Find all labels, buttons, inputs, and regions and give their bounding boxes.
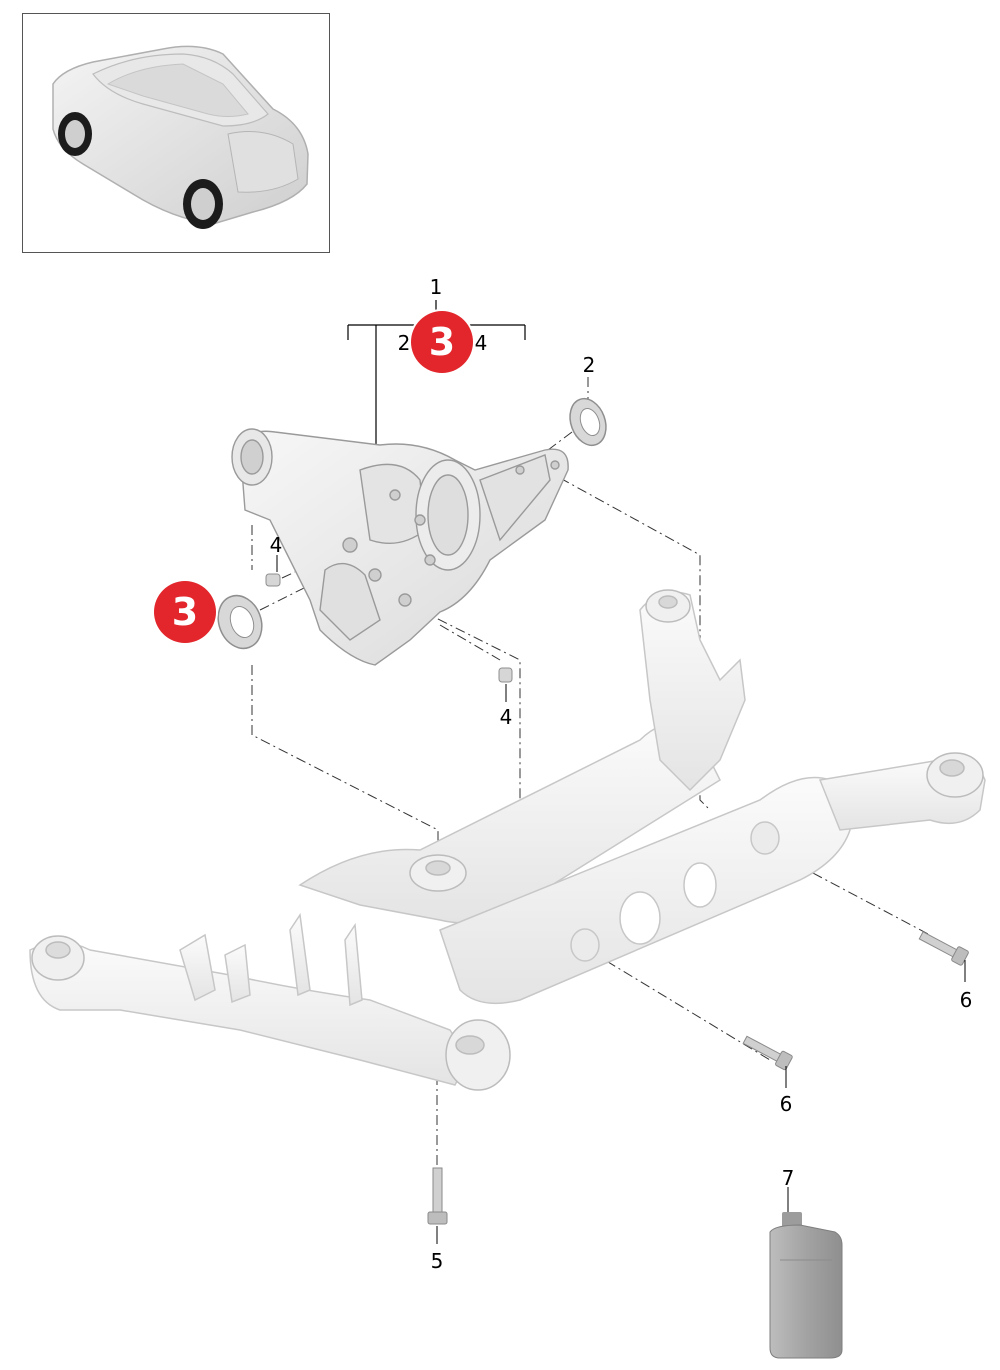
callout-2: 2 bbox=[582, 353, 596, 377]
oil-bottle bbox=[769, 1212, 843, 1359]
highlight-badge-left[interactable]: 3 bbox=[154, 581, 216, 643]
bolt-vertical bbox=[427, 1167, 448, 1225]
callout-4-group: 4 bbox=[474, 331, 488, 355]
rear-axle-subframe bbox=[29, 589, 986, 1091]
callout-4-left: 4 bbox=[269, 533, 283, 557]
vehicle-overview-icon bbox=[52, 45, 309, 229]
bolt-right bbox=[918, 931, 969, 966]
callout-6-middle: 6 bbox=[779, 1092, 793, 1116]
bolt-middle bbox=[742, 1035, 793, 1071]
callout-4-right: 4 bbox=[499, 705, 513, 729]
callout-7: 7 bbox=[781, 1166, 795, 1190]
vehicle-thumbnail-frame bbox=[22, 13, 330, 253]
callout-2-group: 2 bbox=[397, 331, 411, 355]
shaft-seal-left bbox=[217, 594, 263, 650]
callout-leaders bbox=[276, 555, 966, 1244]
callout-1: 1 bbox=[429, 275, 443, 299]
rear-differential bbox=[231, 428, 569, 666]
shaft-seal-right bbox=[569, 397, 607, 447]
callout-5: 5 bbox=[430, 1249, 444, 1273]
plug-right bbox=[498, 667, 513, 683]
callout-6-right: 6 bbox=[959, 988, 973, 1012]
highlight-badge-top[interactable]: 3 bbox=[411, 311, 473, 373]
plug-left bbox=[265, 573, 281, 587]
